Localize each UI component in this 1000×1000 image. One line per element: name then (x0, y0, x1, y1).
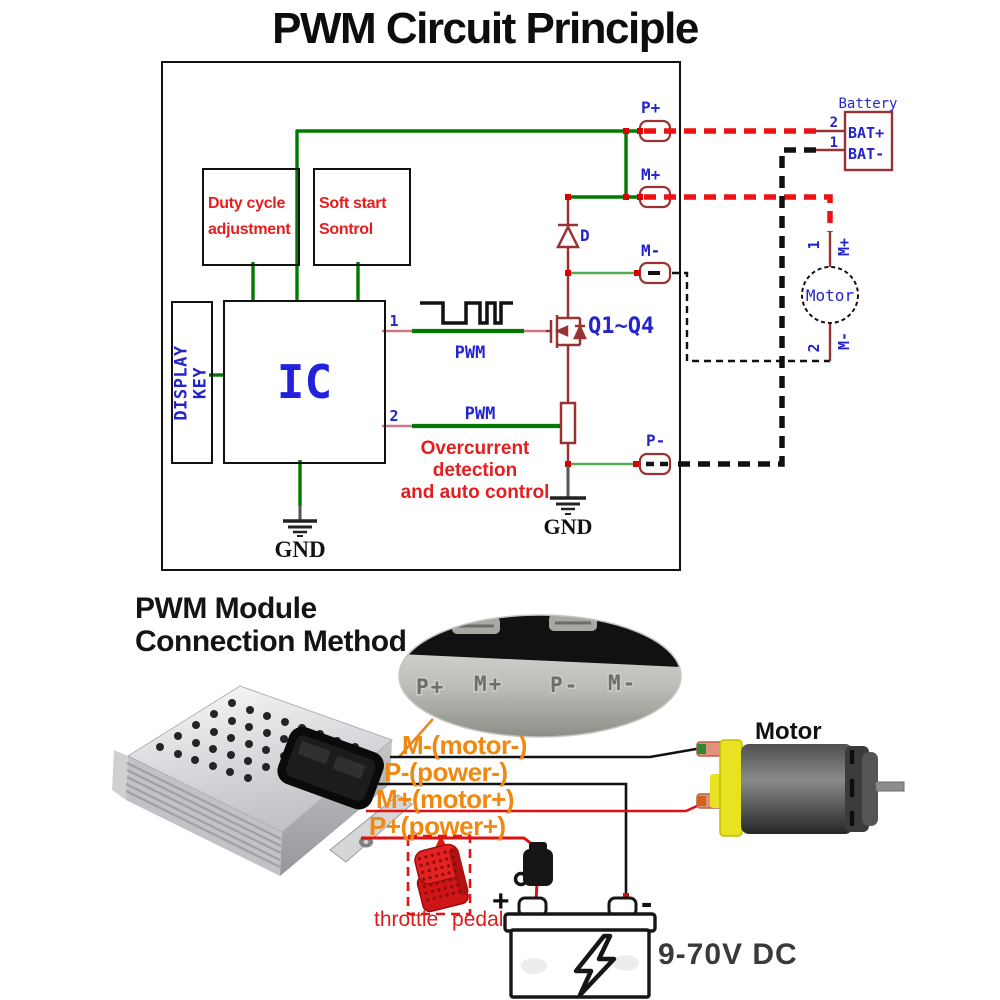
pwm-waveform (420, 301, 513, 325)
ic-pin2: 2 (389, 407, 398, 425)
soft-start-block: Soft start Sontrol (313, 168, 411, 266)
display-key-block: DISPLAY KEY (171, 301, 213, 464)
ic-block: IC (223, 300, 386, 464)
schematic-border (161, 61, 681, 571)
engraved-p-plus: P+ (416, 675, 445, 699)
shunt-resistor (559, 401, 577, 445)
motor-m-minus: M- (835, 332, 853, 350)
page-title: PWM Circuit Principle (272, 4, 699, 53)
p-plus-label: P+ (641, 98, 661, 117)
engraved-terminal-text: P+ M+ P- M- (415, 670, 637, 701)
wire-bat-minus-to-p-minus (672, 147, 816, 467)
motor-pin2: 2 (805, 343, 823, 352)
label-p-minus: P-(power-) (384, 757, 508, 787)
dashed-wires (644, 128, 833, 467)
soft-start-line2: Sontrol (319, 221, 373, 238)
battery-pin1: 1 (830, 135, 838, 151)
motor-end-cap (719, 739, 743, 837)
overcurrent-line1: Overcurrent detection (420, 438, 530, 481)
component-column (546, 197, 587, 466)
junction-dots (565, 128, 643, 467)
battery-title: Battery (838, 96, 897, 112)
battery-motor-leads (816, 129, 845, 361)
schematic-motor: Motor 1 M+ 2 M- (801, 238, 859, 353)
motor-photo (696, 739, 905, 837)
battery-plus-sign: + (492, 885, 510, 918)
lightning-bolt-icon (573, 933, 617, 998)
throttle-pedal (406, 834, 472, 916)
battery-voltage-label: 9-70V DC (658, 938, 798, 971)
section-heading: PWM Module Connection Method (135, 592, 407, 658)
pwm2-label: PWM (465, 404, 496, 424)
overcurrent-note: Overcurrent detection and auto control (384, 438, 566, 504)
motor-circle-label: Motor (806, 286, 855, 305)
ic-pin1: 1 (389, 312, 398, 330)
overcurrent-line2: and auto control (400, 482, 550, 503)
pedal-dashed-box (406, 834, 472, 916)
terminal-labels: P+ M+ M- P- D Q1~Q4 1 2 PWM PWM (389, 98, 665, 450)
duty-cycle-line1: Duty cycle (208, 195, 286, 212)
duty-cycle-block: Duty cycle adjustment (202, 168, 300, 266)
key-line: KEY (191, 366, 211, 399)
engraved-p-minus: P- (550, 673, 579, 697)
battery-photo (503, 896, 657, 999)
schematic: GND GND Battery BAT+ BAT- 2 1 Motor 1 M+… (161, 61, 898, 571)
engraved-m-minus: M- (608, 671, 637, 695)
pwm1-label: PWM (455, 343, 486, 363)
label-m-plus: M+(motor+) (376, 784, 515, 814)
pedal-texture (417, 848, 467, 902)
heatsink-fins (125, 762, 282, 868)
pwm-module-photo (112, 685, 413, 876)
callout-leader-line (398, 718, 434, 758)
terminal-p-minus (638, 452, 672, 476)
bat-plus-label: BAT+ (848, 124, 884, 142)
label-p-plus: P+(power+) (369, 811, 506, 841)
m-minus-label: M- (641, 241, 660, 260)
fuse-holder (513, 842, 553, 887)
gnd-symbol-left: GND (274, 506, 326, 562)
terminal-recess (277, 726, 384, 810)
motor-photo-label: Motor (755, 718, 822, 745)
motor-pin1: 1 (805, 240, 823, 249)
battery-pin2: 2 (830, 115, 838, 131)
duty-cycle-line2: adjustment (208, 221, 291, 238)
motor-m-plus: M+ (835, 238, 853, 256)
terminal-zoom-callout: P+ M+ P- M- (398, 614, 682, 758)
schematic-battery: Battery BAT+ BAT- 2 1 (830, 96, 898, 172)
gnd-left-label: GND (274, 537, 325, 562)
gnd-symbol-right: GND (544, 466, 593, 539)
m-plus-label: M+ (641, 165, 661, 184)
heading-line1: PWM Module (135, 592, 317, 625)
bat-minus-label: BAT- (848, 145, 884, 163)
battery-minus-sign: - (641, 884, 653, 922)
wire-power-minus (378, 782, 628, 899)
label-m-minus: M-(motor-) (402, 730, 527, 760)
diode-label: D (580, 226, 590, 245)
display-line: DISPLAY (172, 344, 192, 421)
wire-m-minus-to-motor (672, 271, 830, 363)
soft-start-line1: Soft start (319, 195, 387, 212)
motor-body (741, 744, 853, 834)
heading-line2: Connection Method (135, 625, 407, 658)
p-minus-label: P- (646, 431, 665, 450)
engraved-m-plus: M+ (474, 672, 503, 696)
motor-shaft (875, 781, 905, 792)
ic-label: IC (276, 355, 333, 409)
display-key-text: DISPLAY KEY (172, 344, 211, 421)
wire-m-plus-to-motor (644, 194, 833, 232)
mosfet-label: Q1~Q4 (588, 314, 654, 339)
throttle-pedal-label: throttle pedal (374, 908, 504, 931)
gnd-right-label: GND (544, 514, 593, 539)
